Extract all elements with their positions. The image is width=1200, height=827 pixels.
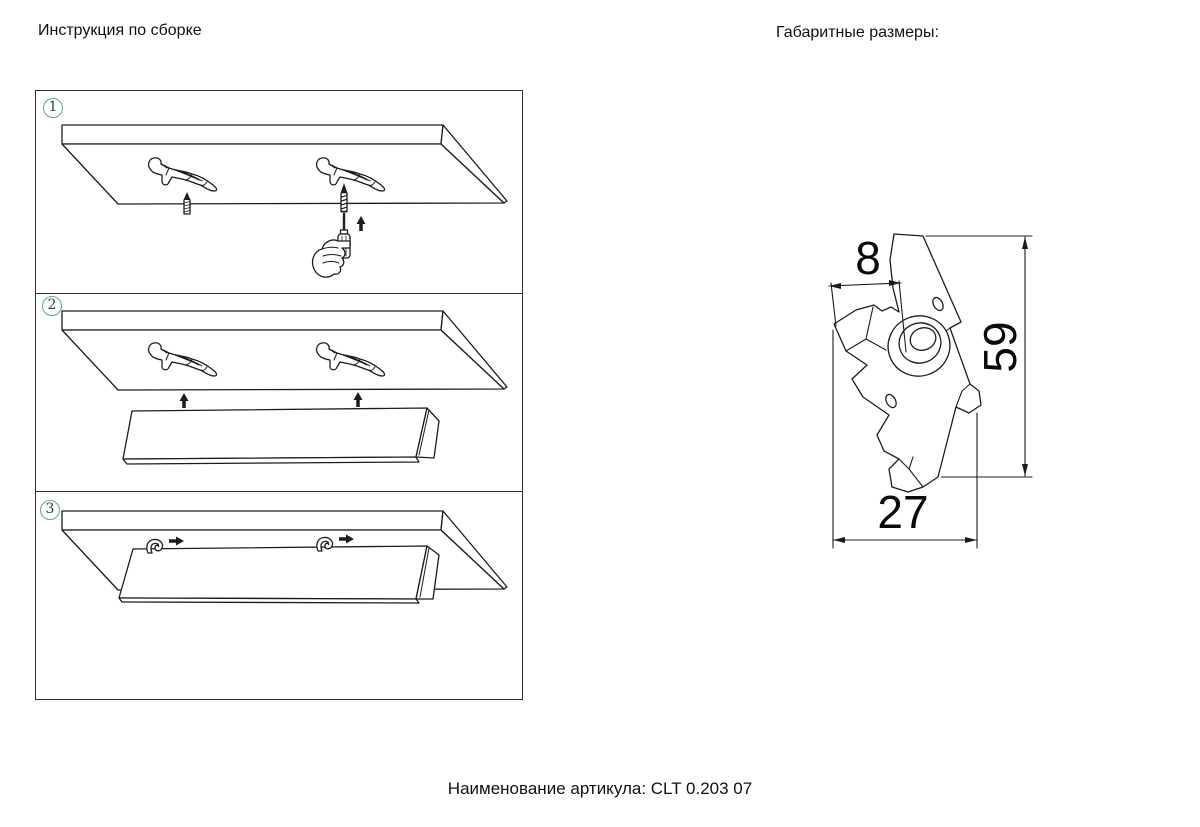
bracket-hole bbox=[885, 393, 897, 409]
step-number: 2 bbox=[47, 297, 57, 313]
step-badge-3: 3 bbox=[40, 500, 60, 520]
step-divider-1 bbox=[36, 293, 522, 294]
instruction-steps-panel bbox=[35, 90, 523, 700]
bracket-hub bbox=[887, 315, 951, 377]
dimension-label-width: 27 bbox=[877, 486, 929, 538]
step-badge-1: 1 bbox=[43, 98, 63, 118]
dimension-label-tab: 8 bbox=[855, 232, 881, 284]
assembly-instructions-title: Инструкция по сборке bbox=[38, 22, 202, 39]
article-name-footer: Наименование артикула: CLT 0.203 07 bbox=[0, 779, 1200, 799]
step-number: 3 bbox=[45, 501, 55, 517]
dimension-label-height: 59 bbox=[974, 321, 1026, 373]
step-number: 1 bbox=[48, 99, 58, 115]
article-name-text: Наименование артикула: CLT 0.203 07 bbox=[447, 779, 753, 798]
overall-dimensions-title: Габаритные размеры: bbox=[776, 24, 939, 41]
bracket-hole bbox=[932, 296, 944, 312]
step-divider-2 bbox=[36, 491, 522, 492]
step-badge-2: 2 bbox=[42, 296, 62, 316]
